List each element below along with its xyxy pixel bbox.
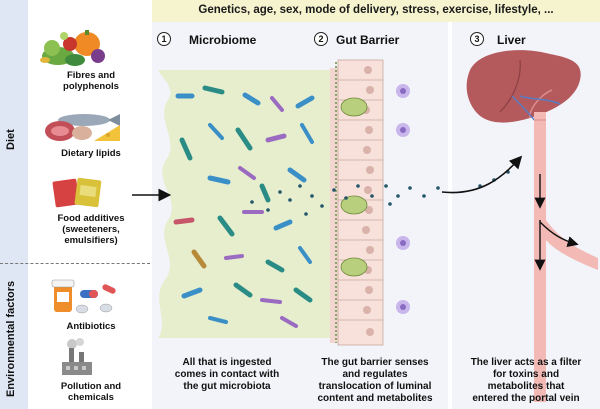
meat-fish-cheese-icon xyxy=(45,114,120,141)
panel-1-title: Microbiome xyxy=(189,33,257,47)
sidebar-label-additives: Food additives (sweeteners, emulsifiers) xyxy=(57,213,125,246)
panel-3-caption: The liver acts as a filter for toxins an… xyxy=(470,357,582,404)
vein-branch-arrow xyxy=(539,221,579,248)
panel-1-number: 1 xyxy=(157,32,171,46)
bacteria xyxy=(173,85,315,328)
sidebar-label-antibiotics: Antibiotics xyxy=(66,321,116,332)
sachets-icon xyxy=(52,177,102,208)
panel-2-title: Gut Barrier xyxy=(336,33,400,47)
panel-2-caption: The gut barrier senses and regulates tra… xyxy=(317,357,433,404)
panel-3-title: Liver xyxy=(497,33,526,47)
sidebar-label-fibres: Fibres and polyphenols xyxy=(63,70,119,92)
barrier-to-liver-arrow xyxy=(441,155,523,194)
pills-icon xyxy=(51,279,116,314)
top-banner xyxy=(152,0,600,22)
panel-2-number: 2 xyxy=(314,32,328,46)
panel-1-caption: All that is ingested comes in contact wi… xyxy=(174,357,280,392)
sidebar-label-pollution: Pollution and chemicals xyxy=(60,381,122,403)
epithelium xyxy=(330,59,384,346)
liver-organ xyxy=(466,50,581,123)
factory-icon xyxy=(62,338,92,375)
sidebar-label-lipids: Dietary lipids xyxy=(61,148,121,159)
gut-lumen xyxy=(158,70,335,338)
panel-3-number: 3 xyxy=(470,32,484,46)
vegetables-icon xyxy=(40,30,105,66)
immune-cells xyxy=(396,84,410,314)
top-banner-text: Genetics, age, sex, mode of delivery, st… xyxy=(198,4,554,16)
sidebar-divider xyxy=(0,263,150,264)
sidebar-strip xyxy=(0,0,28,409)
